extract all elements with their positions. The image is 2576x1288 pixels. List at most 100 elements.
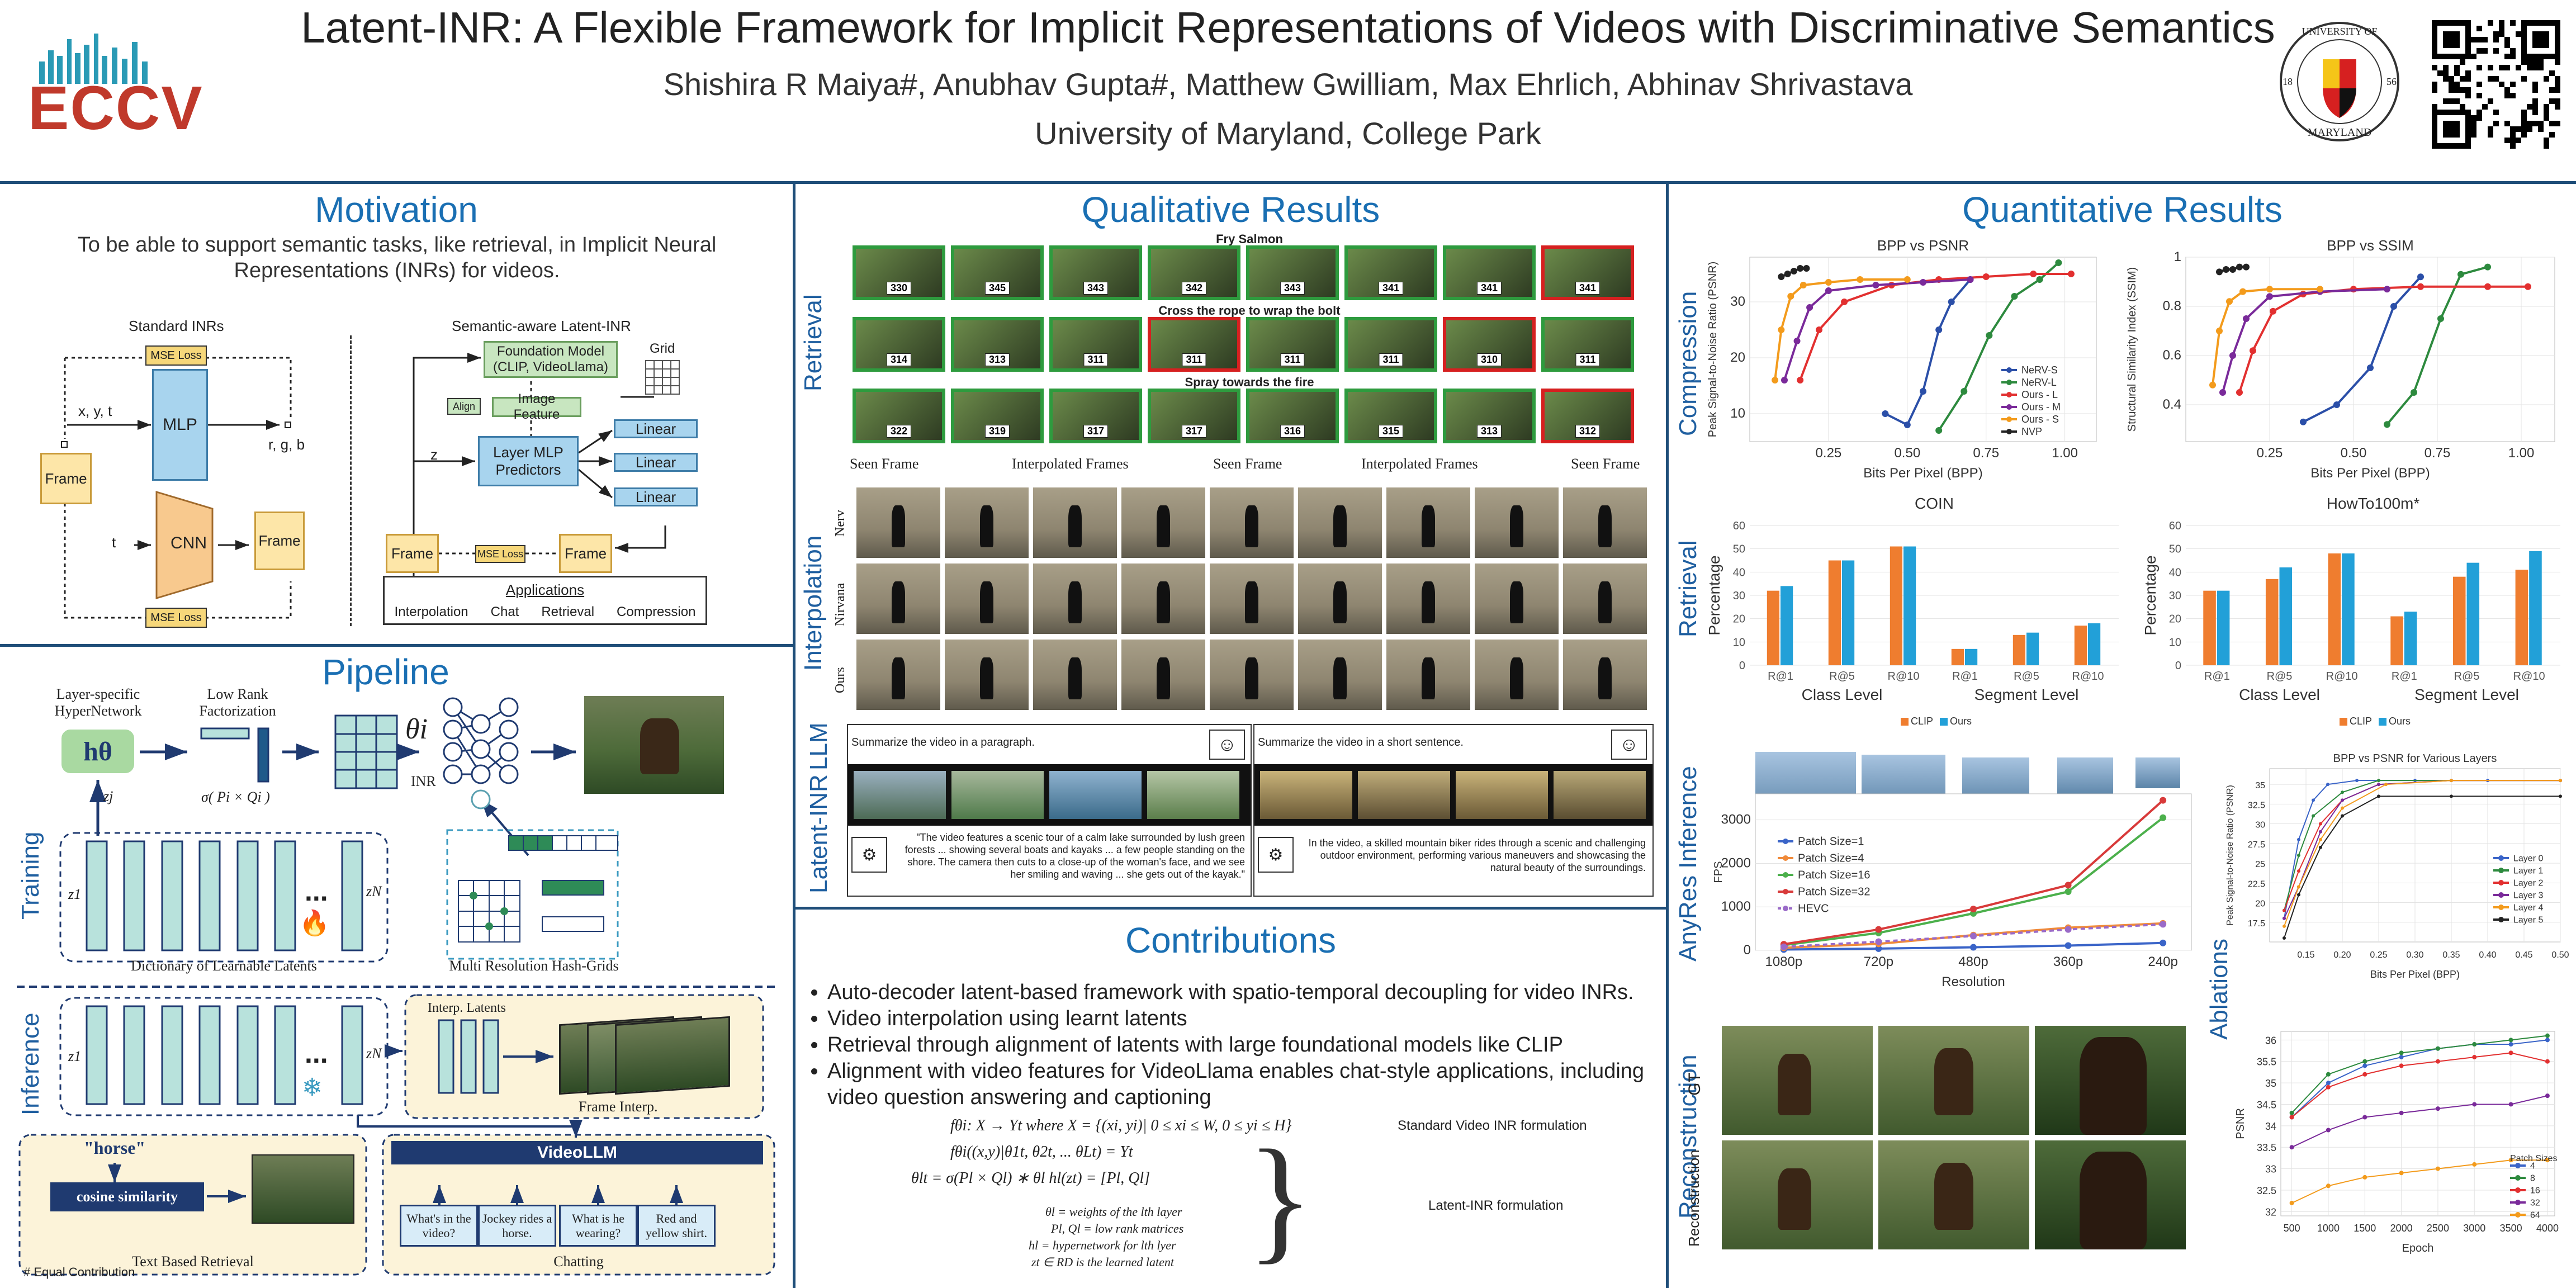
- bar: [2529, 551, 2542, 665]
- data-point: [2341, 790, 2344, 794]
- xyt-input: x, y, t: [78, 402, 112, 419]
- llm-prompt-left: Summarize the video in a paragraph.: [851, 736, 1035, 749]
- cnn-block: CNN: [171, 534, 207, 552]
- inference-label: Inference: [17, 1012, 44, 1115]
- data-point: [2341, 814, 2344, 818]
- retrieval-rank-tag: 312: [1575, 425, 1600, 438]
- quantitative-title: Quantitative Results: [1962, 190, 2283, 230]
- x-tick-label: 0.40: [2479, 950, 2496, 960]
- llm-answer-right: In the video, a skilled mountain biker r…: [1308, 837, 1646, 873]
- y-tick-label: 60: [2169, 520, 2181, 532]
- y-tick-label: 1000: [1721, 899, 1751, 914]
- data-point: [2216, 328, 2223, 334]
- data-point: [2326, 1085, 2331, 1090]
- data-point: [1920, 388, 1926, 395]
- legend-label: Layer 4: [2513, 903, 2543, 912]
- data-point: [1875, 926, 1882, 933]
- column-divider-1: [793, 184, 795, 1288]
- interp-frame: [1210, 564, 1294, 634]
- x-tick-label: 0.75: [2425, 446, 2451, 461]
- data-point: [2011, 293, 2018, 300]
- retrieval-rank-tag: 319: [984, 425, 1010, 438]
- legend-swatch: [2340, 718, 2347, 726]
- x-tick-label: 1.00: [2508, 446, 2535, 461]
- bar: [2390, 616, 2403, 665]
- y-tick-label: 33.5: [2257, 1142, 2276, 1153]
- seal-year-right: 56: [2386, 76, 2397, 87]
- mse-loss-top: MSE Loss: [145, 345, 207, 366]
- retrieval-caption: Spray towards the fire: [1185, 375, 1314, 389]
- data-point: [1903, 276, 1911, 283]
- app-chat: Chat: [490, 604, 519, 619]
- bar: [2203, 590, 2216, 665]
- llm-side-label: LLM: [805, 722, 832, 770]
- legend-marker: [2515, 1175, 2521, 1181]
- x-tick-label: 0.15: [2297, 950, 2314, 960]
- legend-label: Patch Size=16: [1798, 869, 1871, 882]
- data-point: [1790, 268, 1797, 274]
- data-point: [2333, 401, 2340, 408]
- interp-frame: [1210, 640, 1294, 710]
- y-axis-label: Peak Signal-to-Noise Ratio (PSNR): [2225, 785, 2235, 926]
- layer-mlp-box: Layer MLP Predictors: [478, 436, 579, 486]
- retrieved-frame-image: [252, 1154, 354, 1224]
- retrieval-rank-tag: 341: [1378, 282, 1404, 295]
- legend-marker: [2515, 1187, 2521, 1193]
- y-tick-label: 10: [1730, 406, 1745, 421]
- legend-marker: [2498, 855, 2504, 861]
- legend-label: HEVC: [1798, 903, 1829, 915]
- data-point: [2435, 1059, 2440, 1064]
- interp-frame: [1033, 564, 1117, 634]
- y-tick-label: 30: [1730, 294, 1745, 309]
- linear-box-3: Linear: [614, 487, 698, 506]
- data-point: [2399, 1055, 2404, 1060]
- x-tick-label: R@10: [2326, 670, 2358, 683]
- interp-frame: [1563, 487, 1647, 558]
- interp-row-nerv-label: Nerv: [833, 510, 847, 537]
- applications-title: Applications: [505, 581, 585, 598]
- interp-frame: [945, 487, 1029, 558]
- retrieval-rank-tag: 317: [1181, 425, 1207, 438]
- data-point: [1793, 338, 1801, 344]
- data-point: [2326, 1183, 2331, 1188]
- data-point: [2289, 1145, 2294, 1150]
- x-tick-label: 0.20: [2333, 950, 2351, 960]
- legend-marker: [1783, 872, 1788, 878]
- data-point: [2243, 315, 2250, 322]
- standard-inr-label: Standard INRs: [129, 318, 224, 334]
- y-axis-label: PSNR: [2234, 1108, 2247, 1139]
- bar: [2012, 634, 2025, 665]
- data-point: [2326, 1128, 2331, 1133]
- definition-2: Pl, Ql = low rank matrices: [1051, 1221, 1184, 1235]
- qr-code[interactable]: [2432, 20, 2560, 149]
- retrieval-side-label: Retrieval: [799, 294, 827, 391]
- x-tick-label: R@1: [2392, 670, 2417, 683]
- x-tick-label: 0.35: [2442, 950, 2460, 960]
- app-compression: Compression: [617, 604, 696, 619]
- x-tick-label: R@5: [2454, 670, 2480, 683]
- data-point: [2545, 1059, 2550, 1064]
- y-tick-label: 0.4: [2163, 397, 2181, 412]
- app-interpolation: Interpolation: [394, 604, 468, 619]
- x-tick-label: 0.30: [2406, 950, 2423, 960]
- motivation-title: Motivation: [315, 190, 478, 230]
- retrieval-thumbnail: 341: [1541, 245, 1634, 300]
- x-tick-label: 0.45: [2515, 950, 2532, 960]
- plot-area: [2280, 1031, 2555, 1216]
- data-point: [2341, 798, 2344, 802]
- data-point: [2399, 1171, 2404, 1176]
- retrieval-thumbnail: 319: [951, 389, 1044, 443]
- data-point: [2399, 1110, 2404, 1115]
- retrieval-quant-side-label: Retrieval: [1674, 540, 1702, 637]
- y-tick-label: 27.5: [2248, 840, 2265, 850]
- data-point: [2484, 283, 2491, 290]
- data-point: [2283, 916, 2286, 920]
- interp-frame: [1121, 640, 1205, 710]
- legend-label: Patch Size=4: [1798, 853, 1864, 865]
- contributions-list: Auto-decoder latent-based framework with…: [805, 979, 1655, 1111]
- data-point: [1772, 377, 1779, 383]
- x-tick-label: 500: [2284, 1223, 2300, 1234]
